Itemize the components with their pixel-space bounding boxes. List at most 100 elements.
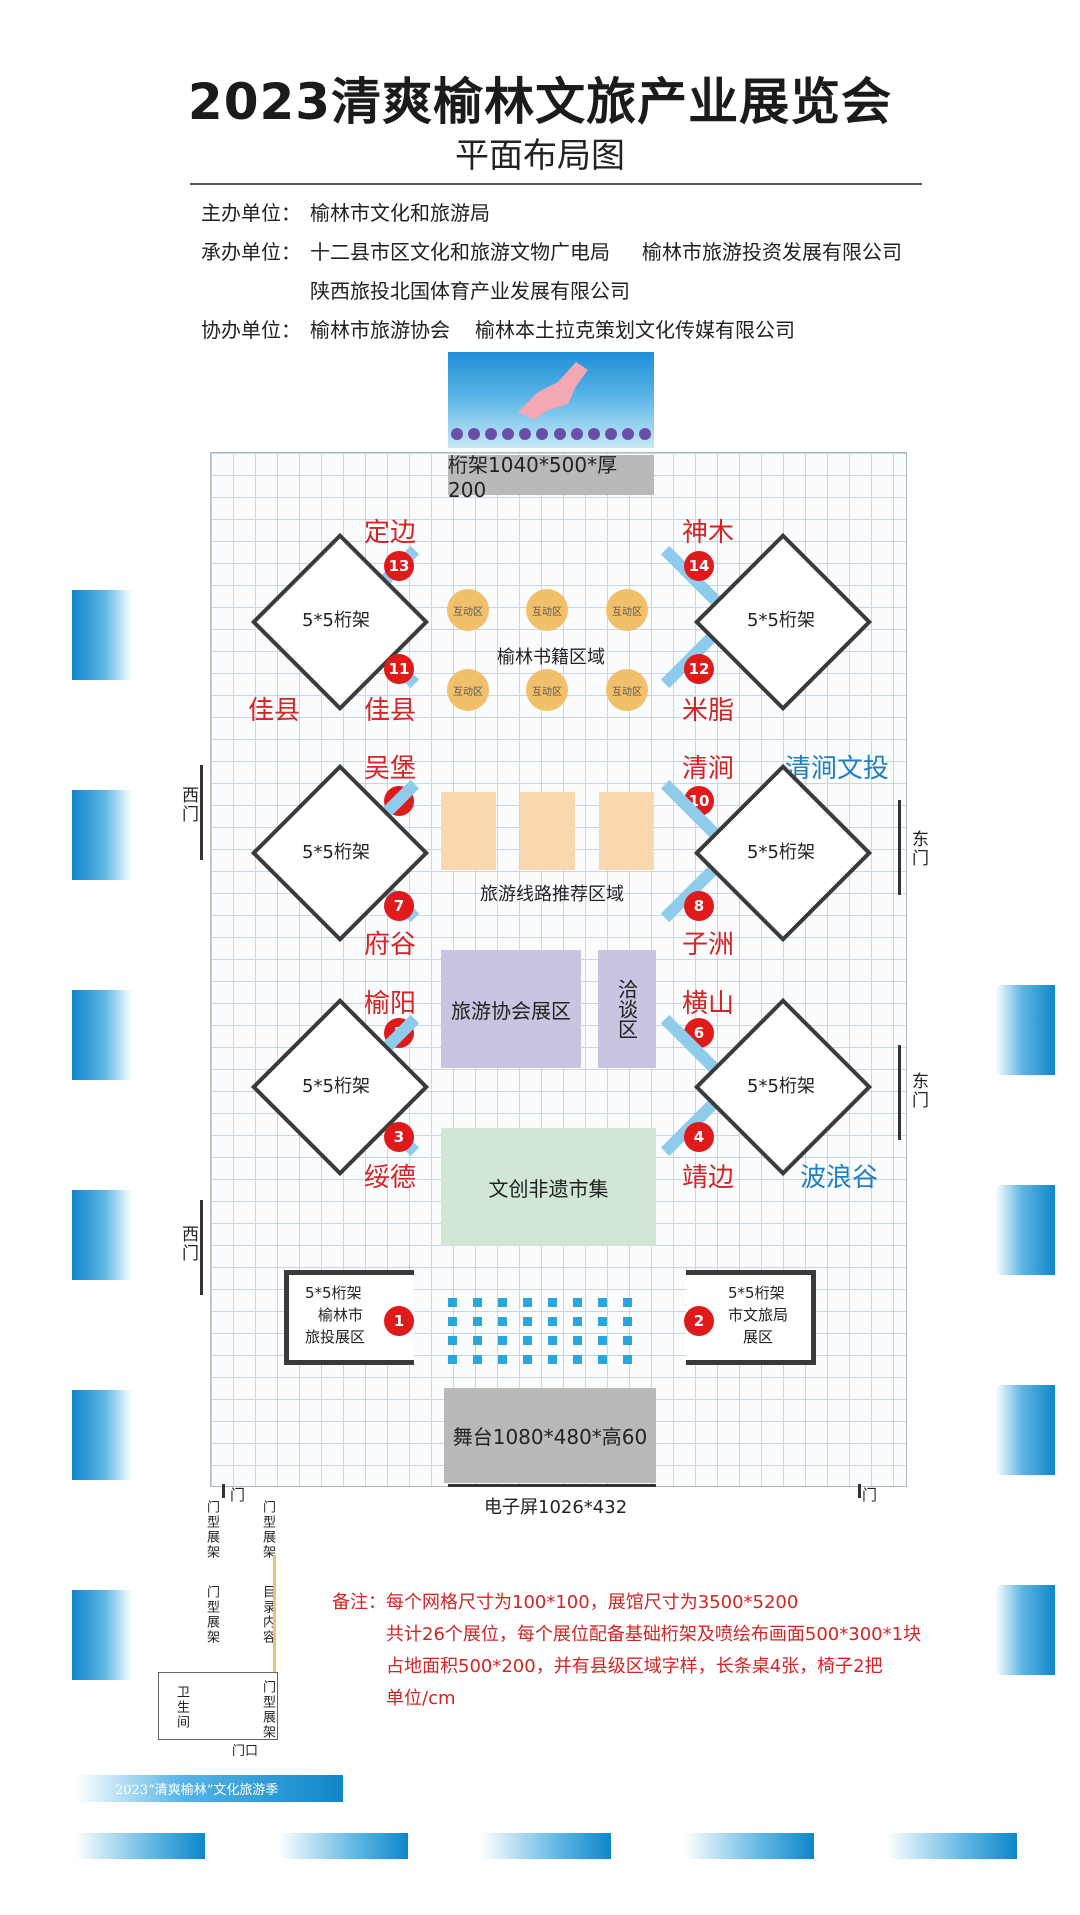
route-zone-label: 旅游线路推荐区域 bbox=[480, 884, 624, 905]
decor-bottom-strip bbox=[75, 1833, 205, 1859]
side-label-catalog: 目录内容 bbox=[260, 1585, 275, 1645]
side-label-qingjian: 清涧文投 bbox=[785, 754, 890, 784]
side-label-bolanggu: 波浪谷 bbox=[800, 1163, 879, 1193]
page-title: 2023清爽榆林文旅产业展览会 bbox=[187, 73, 893, 131]
gate-label: 门 bbox=[230, 1486, 246, 1504]
decor-bottom-strip bbox=[278, 1833, 408, 1859]
host-label: 主办单位： bbox=[201, 201, 301, 225]
decor-sidebar bbox=[995, 1185, 1055, 1275]
assist-value-1: 榆林市旅游协会 bbox=[310, 318, 450, 342]
booth-number[interactable]: 2 bbox=[684, 1306, 714, 1336]
booth-number[interactable]: 1 bbox=[384, 1306, 414, 1336]
east-gate-wall bbox=[898, 1045, 901, 1140]
truss-label: 5*5桁架 bbox=[747, 842, 815, 863]
truss-label: 5*5桁架 bbox=[302, 610, 370, 631]
page-subtitle: 平面布局图 bbox=[455, 136, 625, 176]
undertake-label: 承办单位： bbox=[201, 240, 301, 264]
east-gate-wall bbox=[898, 800, 901, 895]
seating-area bbox=[448, 1298, 656, 1364]
east-gate-label: 东门 bbox=[908, 1072, 928, 1110]
negotiation-zone[interactable]: 洽谈区 bbox=[598, 950, 656, 1068]
note-line-3: 占地面积500*200，并有县级区域字样，长条桌4张，椅子2把 bbox=[386, 1656, 883, 1677]
wc-label: 卫生间 bbox=[174, 1685, 189, 1730]
side-label-3: 门型展架 bbox=[204, 1585, 219, 1645]
booth-1-line2: 榆林市 bbox=[318, 1306, 364, 1324]
route-booth[interactable] bbox=[599, 792, 654, 870]
decor-bottom-strip bbox=[684, 1833, 814, 1859]
interact-zone[interactable]: 互动区 bbox=[526, 589, 568, 631]
side-label-4: 门型展架 bbox=[260, 1680, 275, 1740]
side-label-2: 门型展架 bbox=[260, 1500, 275, 1560]
booth-name: 榆阳 bbox=[364, 989, 417, 1019]
decor-bottom-strip bbox=[481, 1833, 611, 1859]
note-line-4: 单位/cm bbox=[386, 1688, 456, 1709]
booth-number[interactable]: 12 bbox=[684, 654, 714, 684]
map-silhouette-icon bbox=[518, 362, 588, 420]
gate-mouth-label: 门口 bbox=[232, 1744, 259, 1759]
assist-value-2: 榆林本土拉克策划文化传媒有限公司 bbox=[475, 318, 795, 342]
west-gate-wall bbox=[200, 1200, 203, 1295]
truss-label: 5*5桁架 bbox=[747, 1076, 815, 1097]
west-gate-label: 西门 bbox=[178, 1225, 198, 1263]
banner-image bbox=[448, 352, 654, 448]
east-gate-label: 东门 bbox=[908, 830, 928, 868]
interact-zone[interactable]: 互动区 bbox=[447, 669, 489, 711]
booth-name: 佳县 bbox=[364, 696, 417, 726]
stage[interactable]: 舞台1080*480*高60 bbox=[444, 1388, 656, 1483]
side-label-jiaxian: 佳县 bbox=[248, 696, 301, 726]
top-truss: 桁架1040*500*厚200 bbox=[448, 453, 654, 502]
decor-sidebar bbox=[995, 985, 1055, 1075]
host-value: 榆林市文化和旅游局 bbox=[310, 201, 490, 225]
gate-wall bbox=[222, 1484, 225, 1498]
booth-number[interactable]: 8 bbox=[684, 891, 714, 921]
booth-name: 府谷 bbox=[364, 930, 417, 960]
gate-wall bbox=[858, 1484, 861, 1498]
decor-sidebar bbox=[72, 1590, 132, 1680]
decor-sidebar bbox=[72, 590, 132, 680]
booth-number[interactable]: 14 bbox=[684, 551, 714, 581]
booth-name: 靖边 bbox=[682, 1163, 735, 1193]
booth-number[interactable]: 11 bbox=[384, 654, 414, 684]
booth-name: 清涧 bbox=[682, 754, 735, 784]
booth-1-truss-label: 5*5桁架 bbox=[305, 1284, 362, 1302]
note-line-1: 备注：每个网格尺寸为100*100，展馆尺寸为3500*5200 bbox=[332, 1592, 799, 1613]
truss-label: 5*5桁架 bbox=[302, 1076, 370, 1097]
undertake-value-1: 十二县市区文化和旅游文物广电局 bbox=[310, 240, 610, 264]
west-gate-wall bbox=[200, 765, 203, 860]
route-booth[interactable] bbox=[520, 792, 575, 870]
booth-name: 定边 bbox=[364, 518, 417, 548]
booth-1-line3: 旅投展区 bbox=[305, 1328, 366, 1346]
decor-bottom-strip bbox=[887, 1833, 1017, 1859]
title-divider bbox=[190, 183, 922, 185]
booth-2-line2: 市文旅局 bbox=[728, 1306, 789, 1324]
west-gate-label: 西门 bbox=[178, 786, 198, 824]
booth-name: 绥德 bbox=[364, 1163, 417, 1193]
booth-number[interactable]: 13 bbox=[384, 551, 414, 581]
undertake-value-2: 榆林市旅游投资发展有限公司 bbox=[642, 240, 902, 264]
truss-label: 5*5桁架 bbox=[302, 842, 370, 863]
interact-zone[interactable]: 互动区 bbox=[447, 589, 489, 631]
booth-number[interactable]: 3 bbox=[384, 1122, 414, 1152]
route-booth[interactable] bbox=[441, 792, 496, 870]
booth-name: 横山 bbox=[682, 989, 735, 1019]
booth-number[interactable]: 4 bbox=[684, 1122, 714, 1152]
screen-line bbox=[448, 1484, 656, 1487]
footer-banner: 2023“清爽榆林”文化旅游季 bbox=[75, 1775, 343, 1802]
book-zone-label: 榆林书籍区域 bbox=[497, 647, 605, 668]
booth-2-truss-label: 5*5桁架 bbox=[728, 1284, 785, 1302]
interact-zone[interactable]: 互动区 bbox=[526, 669, 568, 711]
interact-zone[interactable]: 互动区 bbox=[606, 669, 648, 711]
booth-name: 子洲 bbox=[682, 930, 735, 960]
decor-sidebar bbox=[72, 790, 132, 880]
booth-name: 吴堡 bbox=[364, 754, 417, 784]
association-zone[interactable]: 旅游协会展区 bbox=[441, 950, 581, 1068]
flower-row bbox=[448, 422, 654, 444]
market-zone[interactable]: 文创非遗市集 bbox=[441, 1128, 656, 1246]
booth-number[interactable]: 7 bbox=[384, 891, 414, 921]
booth-name: 米脂 bbox=[682, 696, 735, 726]
interact-zone[interactable]: 互动区 bbox=[606, 589, 648, 631]
booth-2-line3: 展区 bbox=[743, 1328, 774, 1346]
catalog-wall bbox=[273, 1555, 276, 1673]
decor-sidebar bbox=[72, 1390, 132, 1480]
truss-label: 5*5桁架 bbox=[747, 610, 815, 631]
